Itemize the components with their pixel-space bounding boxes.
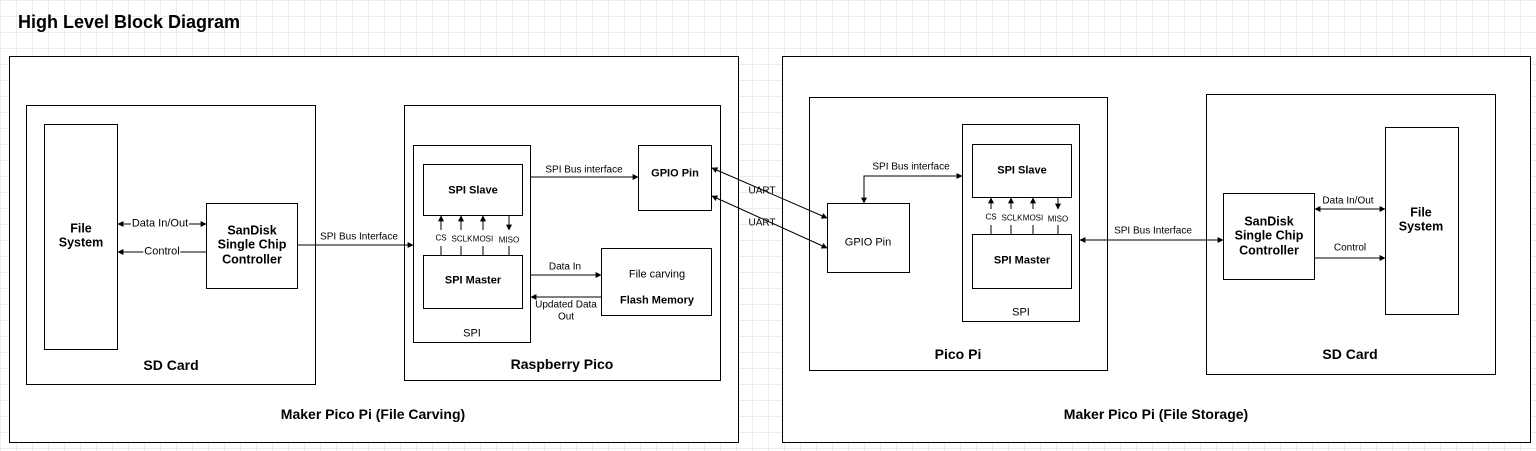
- pico-pi-label: Pico Pi: [934, 345, 982, 362]
- right-controller-block: [1223, 193, 1315, 280]
- updated-data-out-label: Updated Data Out: [535, 299, 597, 323]
- right-signal-mosi: MOSI: [1022, 213, 1044, 223]
- right-gpio-label: GPIO Pin: [844, 236, 892, 249]
- left-file-system-label: File System: [58, 221, 104, 250]
- left-file-system-block: [44, 124, 118, 350]
- left-spi-bus-interface-label: SPI Bus Interface: [320, 231, 398, 243]
- data-in-label: Data In: [548, 261, 582, 273]
- left-spi-gpio-interface-label: SPI Bus interface: [545, 164, 623, 176]
- left-controller-block: [206, 203, 298, 289]
- file-carving-label: File carving: [628, 268, 686, 281]
- left-control-label: Control: [143, 245, 181, 259]
- left-signal-miso: MISO: [498, 235, 520, 245]
- flash-memory-block: [601, 248, 712, 316]
- left-signal-cs: CS: [435, 233, 447, 243]
- right-signal-sclk: SCLK: [1001, 213, 1023, 223]
- right-spi-bus-interface-label: SPI Bus Interface: [1114, 225, 1192, 237]
- left-signal-mosi: MOSI: [472, 234, 494, 244]
- page-title: High Level Block Diagram: [18, 12, 241, 32]
- left-sd-card-label: SD Card: [143, 356, 199, 373]
- right-signal-miso: MISO: [1047, 214, 1069, 224]
- maker-pico-file-storage-label: Maker Pico Pi (File Storage): [1063, 405, 1249, 422]
- left-spi-master-block: [423, 255, 523, 309]
- right-controller-label: SanDisk Single Chip Controller: [1234, 214, 1304, 258]
- right-sd-card-label: SD Card: [1322, 345, 1378, 362]
- left-gpio-label: GPIO Pin: [651, 167, 699, 180]
- maker-pico-file-carving-label: Maker Pico Pi (File Carving): [280, 405, 466, 422]
- flash-memory-label: Flash Memory: [620, 294, 694, 307]
- left-data-io-label: Data In/Out: [130, 217, 190, 231]
- raspberry-pico-label: Raspberry Pico: [510, 355, 614, 372]
- right-spi-slave-label: SPI Slave: [997, 164, 1047, 177]
- left-spi-master-label: SPI Master: [444, 274, 502, 287]
- right-control-label: Control: [1333, 242, 1367, 254]
- right-spi-slave-block: [972, 144, 1072, 198]
- left-controller-label: SanDisk Single Chip Controller: [217, 223, 287, 267]
- right-data-io-label: Data In/Out: [1322, 195, 1374, 207]
- left-spi-label: SPI: [463, 327, 481, 340]
- left-signal-sclk: SCLK: [451, 234, 473, 244]
- uart-label-1: UART: [748, 185, 776, 197]
- right-spi-label: SPI: [1012, 306, 1030, 319]
- left-spi-slave-label: SPI Slave: [448, 184, 498, 197]
- uart-label-2: UART: [748, 217, 776, 229]
- right-spi-master-block: [972, 234, 1072, 289]
- right-spi-gpio-interface-label: SPI Bus interface: [872, 161, 950, 173]
- right-file-system-label: File System: [1398, 205, 1444, 234]
- right-file-system-block: [1385, 127, 1459, 315]
- right-spi-master-label: SPI Master: [993, 254, 1051, 267]
- right-signal-cs: CS: [985, 212, 997, 222]
- left-spi-slave-block: [423, 164, 523, 216]
